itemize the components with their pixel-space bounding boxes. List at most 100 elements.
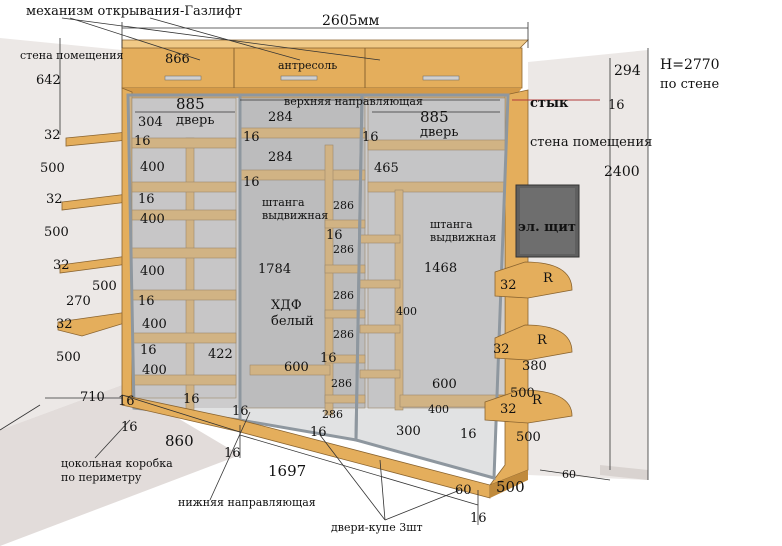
dim-16-l4: 16 [138,294,155,309]
dim-400-g: 400 [428,403,449,416]
round-shelf-1 [494,261,573,299]
dim-286-e: 286 [331,377,352,390]
dim-16-r1: 16 [362,130,379,145]
label-white: белый [271,314,314,329]
dim-1468: 1468 [424,261,458,276]
dim-642: 642 [36,73,61,88]
antresol-box [121,47,523,89]
right-round-shelves [484,261,573,424]
label-hdf: ХДФ [271,298,302,313]
dim-500-f: 500 [516,430,541,445]
dim-300: 300 [396,424,421,439]
antresol-handle-1 [164,75,202,81]
dim-500-b: 500 [44,225,69,240]
dim-16-l3: 16 [138,192,155,207]
dim-860: 860 [165,432,194,450]
dim-286-a: 286 [333,199,354,212]
dim-32-b: 32 [46,192,63,207]
dim-16-l2: 16 [243,175,260,190]
dim-600-a: 600 [284,360,309,375]
label-door-right: дверь [420,125,459,140]
dim-16-joint: 16 [608,98,625,113]
dim-400-f: 400 [142,363,167,378]
dim-304: 304 [138,115,163,130]
dim-286-d: 286 [333,328,354,341]
label-r3: R [532,393,542,408]
wall-right [528,50,648,480]
dim-400-a: 400 [140,160,165,175]
dim-16-b2: 16 [183,392,200,407]
door-right [354,93,510,480]
dim-885-left: 885 [176,95,205,113]
round-shelf-2 [494,324,573,361]
dim-16-b5: 16 [310,425,327,440]
dim-16-l1: 16 [134,134,151,149]
label-rod-right-1: штанга [430,218,473,231]
dim-866: 866 [165,52,190,67]
dim-286-c: 286 [333,289,354,302]
label-lower-guide: нижняя направляющая [178,496,316,509]
dim-1697: 1697 [268,462,307,480]
label-joint: стык [530,96,569,111]
label-r1: R [543,271,553,286]
label-plinth-2: по периметру [61,471,142,484]
dim-286-b: 286 [333,243,354,256]
dim-294: 294 [614,63,641,79]
dim-16-b7: 16 [224,446,241,461]
right-section [359,97,506,411]
dim-60-a: 60 [562,468,576,481]
dim-284-b: 284 [268,150,293,165]
label-upper-guide: верхняя направляющая [284,95,423,108]
dim-16-b8: 16 [470,511,487,526]
dim-16-m3: 16 [320,351,337,366]
dim-465: 465 [374,161,399,176]
dim-16-b1: 16 [118,394,135,409]
dim-32-a: 32 [44,128,61,143]
dim-270: 270 [66,294,91,309]
label-wall-right: стена помещения [530,135,653,150]
dim-600-b: 600 [432,377,457,392]
mirror-doors [126,93,510,480]
dim-16-b3: 16 [232,404,249,419]
dim-500-c: 500 [92,279,117,294]
dim-286-f: 286 [322,408,343,421]
dim-500-e: 500 [510,386,535,401]
label-doors: двери-купе 3шт [331,521,423,534]
dim-16-b6: 16 [460,427,477,442]
label-rod-left-1: штанга [262,196,305,209]
dim-1784: 1784 [258,262,292,277]
dim-60-b: 60 [455,483,472,498]
label-rod-left-2: выдвижная [262,209,329,222]
dim-400-c: 400 [140,264,165,279]
label-el-panel: эл. щит [518,220,576,235]
antresol-handle-3 [422,75,460,81]
dim-2400: 2400 [604,164,640,180]
left-shelves [57,131,129,337]
dim-422: 422 [208,347,233,362]
dimension-lines [0,17,649,525]
label-wall-left: стена помещения [20,49,124,62]
dim-380: 380 [522,359,547,374]
round-shelf-3 [484,389,573,424]
dim-16-l5: 16 [140,343,157,358]
antresol-handle-2 [280,75,318,81]
label-door-left: дверь [176,113,215,128]
dim-32-d: 32 [500,278,517,293]
label-antresol: антресоль [278,59,338,72]
dim-284-a: 284 [268,110,293,125]
dim-710: 710 [80,390,105,405]
label-gaslift: механизм открывания-Газлифт [26,4,243,19]
label-r2: R [537,333,547,348]
dim-32-e: 32 [56,317,73,332]
dim-500-g: 500 [496,478,525,496]
dim-400-b: 400 [140,212,165,227]
dim-32-g: 32 [500,402,517,417]
dim-400-e: 400 [142,317,167,332]
middle-section [239,97,366,416]
dim-885-right: 885 [420,108,449,126]
label-total-width: 2605мм [322,13,380,29]
dim-500-a: 500 [40,161,65,176]
dim-16-b4: 16 [121,420,138,435]
